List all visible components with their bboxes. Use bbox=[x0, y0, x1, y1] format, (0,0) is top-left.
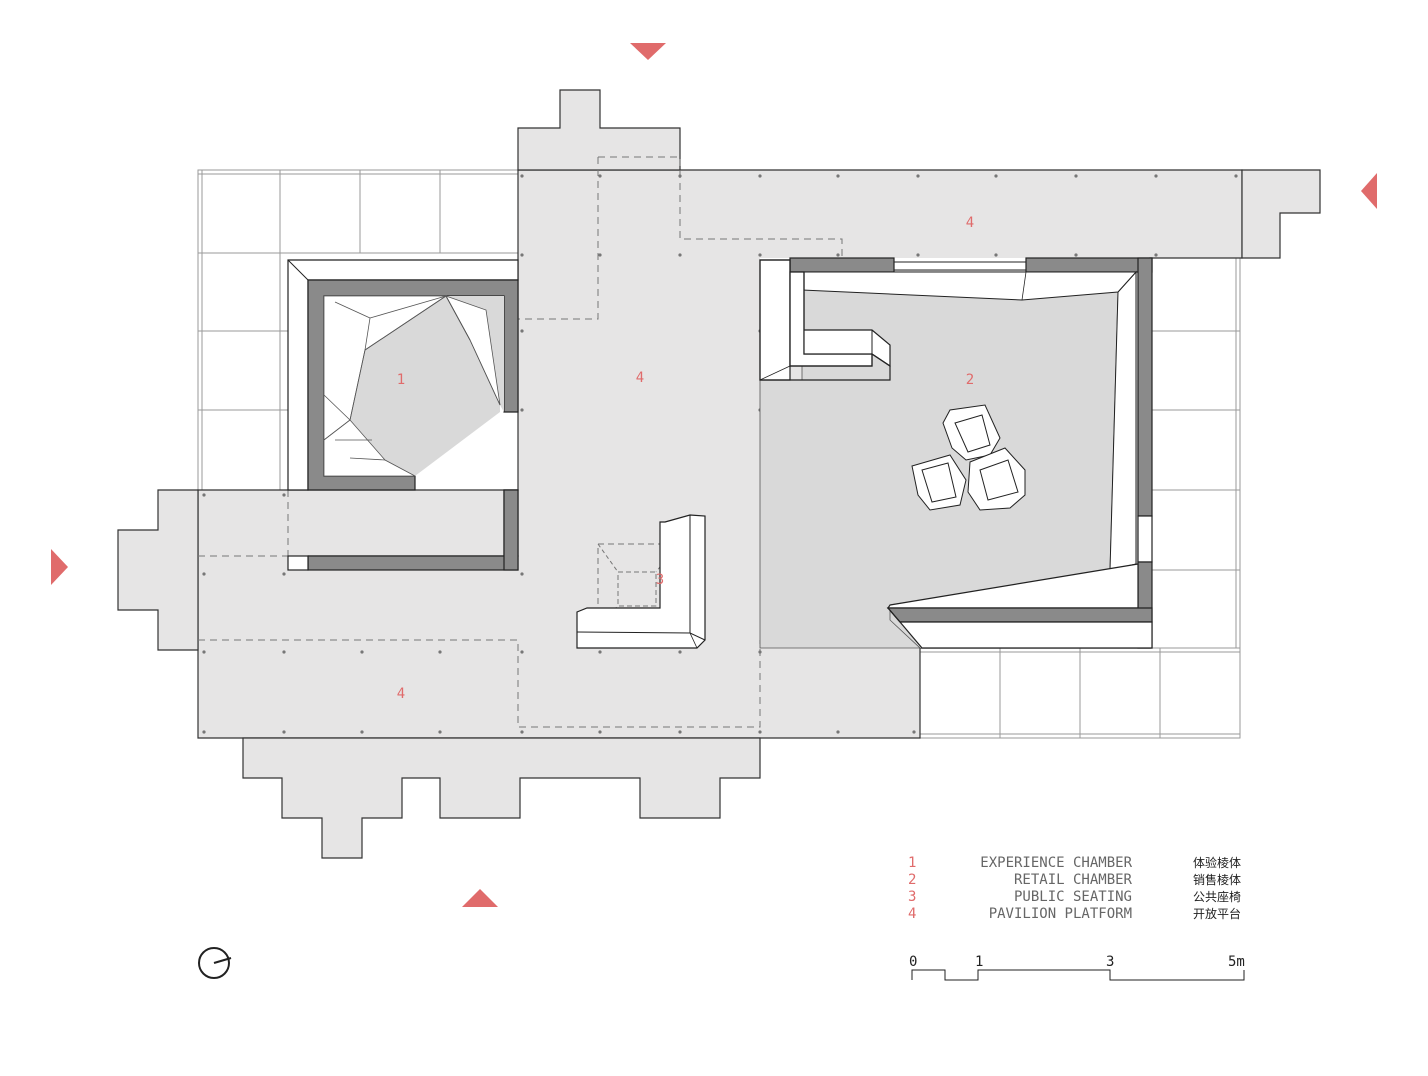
zone-label-platform-bottom: 4 bbox=[397, 686, 405, 702]
zone-label-platform-top: 4 bbox=[966, 215, 974, 231]
entry-arrow-icon-right bbox=[1361, 173, 1377, 209]
platform-step-right bbox=[1241, 169, 1321, 259]
legend-num-3: 3 bbox=[908, 889, 916, 905]
legend-cn-1: 体验棱体 bbox=[1193, 855, 1241, 870]
platform-step-left bbox=[117, 489, 199, 651]
scale-tick-3: 3 bbox=[1106, 954, 1114, 970]
scale-bar: 0 1 3 5m bbox=[909, 954, 1245, 981]
legend: 1 2 3 4 EXPERIENCE CHAMBER RETAIL CHAMBE… bbox=[908, 855, 1241, 922]
legend-num-2: 2 bbox=[908, 872, 916, 888]
public-seating bbox=[576, 514, 706, 649]
legend-cn-4: 开放平台 bbox=[1193, 906, 1241, 921]
retail-stools bbox=[911, 404, 1026, 511]
legend-cn-3: 公共座椅 bbox=[1193, 889, 1241, 904]
north-arrow-icon bbox=[198, 947, 232, 979]
entry-arrow-icon-top bbox=[630, 43, 666, 60]
platform-step-bottom bbox=[242, 737, 761, 859]
entry-arrow-icon-left bbox=[51, 549, 68, 585]
legend-label-2: RETAIL CHAMBER bbox=[1014, 872, 1133, 888]
zone-label-seating: 3 bbox=[656, 572, 664, 588]
legend-label-1: EXPERIENCE CHAMBER bbox=[980, 855, 1132, 871]
retail-chamber bbox=[759, 257, 1153, 649]
legend-cn-2: 销售棱体 bbox=[1193, 872, 1241, 887]
zone-label-experience: 1 bbox=[397, 372, 405, 388]
legend-num-1: 1 bbox=[908, 855, 916, 871]
zone-label-retail: 2 bbox=[966, 372, 974, 388]
experience-chamber bbox=[287, 259, 519, 571]
scale-tick-5: 5m bbox=[1228, 954, 1245, 970]
entry-arrow-icon-bottom bbox=[462, 889, 498, 907]
zone-label-platform-center: 4 bbox=[636, 370, 644, 386]
legend-label-4: PAVILION PLATFORM bbox=[989, 906, 1132, 922]
legend-num-4: 4 bbox=[908, 906, 916, 922]
scale-tick-1: 1 bbox=[975, 954, 983, 970]
scale-tick-0: 0 bbox=[909, 954, 917, 970]
platform-step-top bbox=[517, 89, 681, 171]
legend-label-3: PUBLIC SEATING bbox=[1014, 889, 1132, 905]
